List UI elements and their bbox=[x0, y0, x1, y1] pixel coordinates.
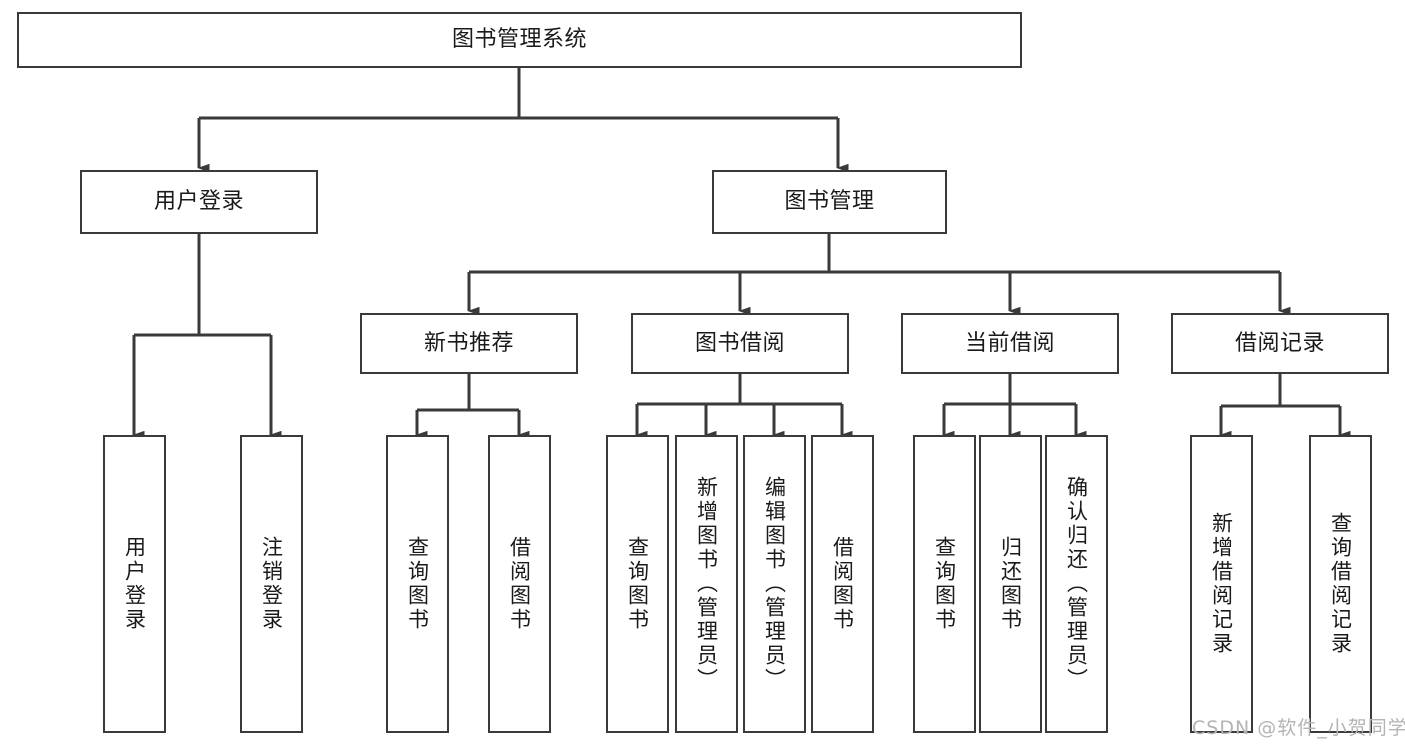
node-leaf-query-book-1[interactable]: 查询图书 bbox=[386, 435, 449, 733]
node-leaf-edit-book-admin-label: 编辑图书（管理员） bbox=[762, 476, 787, 692]
node-leaf-add-book-admin[interactable]: 新增图书（管理员） bbox=[675, 435, 738, 733]
node-root-label: 图书管理系统 bbox=[451, 27, 587, 53]
node-leaf-borrow-book-2-label: 借阅图书 bbox=[830, 536, 855, 632]
node-leaf-query-book-3-label: 查询图书 bbox=[932, 536, 957, 632]
node-leaf-edit-book-admin[interactable]: 编辑图书（管理员） bbox=[743, 435, 806, 733]
node-leaf-borrow-book-1[interactable]: 借阅图书 bbox=[488, 435, 551, 733]
node-user-login-label: 用户登录 bbox=[153, 189, 244, 215]
node-leaf-query-book-2[interactable]: 查询图书 bbox=[606, 435, 669, 733]
node-leaf-return-book-label: 归还图书 bbox=[998, 536, 1023, 632]
node-leaf-add-book-admin-label: 新增图书（管理员） bbox=[694, 476, 719, 692]
node-leaf-confirm-return-admin-label: 确认归还（管理员） bbox=[1064, 476, 1089, 692]
node-current-borrow-label: 当前借阅 bbox=[964, 330, 1055, 356]
node-leaf-logout-label: 注销登录 bbox=[259, 536, 284, 632]
node-borrow-records-label: 借阅记录 bbox=[1234, 330, 1325, 356]
node-new-book-recommend-label: 新书推荐 bbox=[423, 330, 514, 356]
node-book-management-label: 图书管理 bbox=[784, 189, 875, 215]
node-leaf-query-book-1-label: 查询图书 bbox=[405, 536, 430, 632]
node-leaf-query-borrow-record[interactable]: 查询借阅记录 bbox=[1309, 435, 1372, 733]
node-borrow-records[interactable]: 借阅记录 bbox=[1171, 313, 1389, 374]
node-leaf-query-borrow-record-label: 查询借阅记录 bbox=[1328, 512, 1353, 656]
node-new-book-recommend[interactable]: 新书推荐 bbox=[360, 313, 578, 374]
node-leaf-return-book[interactable]: 归还图书 bbox=[979, 435, 1042, 733]
node-book-borrow-label: 图书借阅 bbox=[694, 330, 785, 356]
node-leaf-borrow-book-2[interactable]: 借阅图书 bbox=[811, 435, 874, 733]
node-book-management[interactable]: 图书管理 bbox=[712, 170, 947, 234]
node-leaf-query-book-2-label: 查询图书 bbox=[625, 536, 650, 632]
node-current-borrow[interactable]: 当前借阅 bbox=[901, 313, 1119, 374]
node-leaf-add-borrow-record[interactable]: 新增借阅记录 bbox=[1190, 435, 1253, 733]
node-leaf-add-borrow-record-label: 新增借阅记录 bbox=[1209, 512, 1234, 656]
node-book-borrow[interactable]: 图书借阅 bbox=[631, 313, 849, 374]
node-root[interactable]: 图书管理系统 bbox=[17, 12, 1022, 68]
csdn-watermark: CSDN @软件_小贺同学 bbox=[1192, 717, 1405, 739]
node-leaf-borrow-book-1-label: 借阅图书 bbox=[507, 536, 532, 632]
node-user-login[interactable]: 用户登录 bbox=[80, 170, 318, 234]
node-leaf-confirm-return-admin[interactable]: 确认归还（管理员） bbox=[1045, 435, 1108, 733]
node-leaf-user-login-label: 用户登录 bbox=[122, 536, 147, 632]
node-leaf-query-book-3[interactable]: 查询图书 bbox=[913, 435, 976, 733]
node-leaf-logout[interactable]: 注销登录 bbox=[240, 435, 303, 733]
node-leaf-user-login[interactable]: 用户登录 bbox=[103, 435, 166, 733]
